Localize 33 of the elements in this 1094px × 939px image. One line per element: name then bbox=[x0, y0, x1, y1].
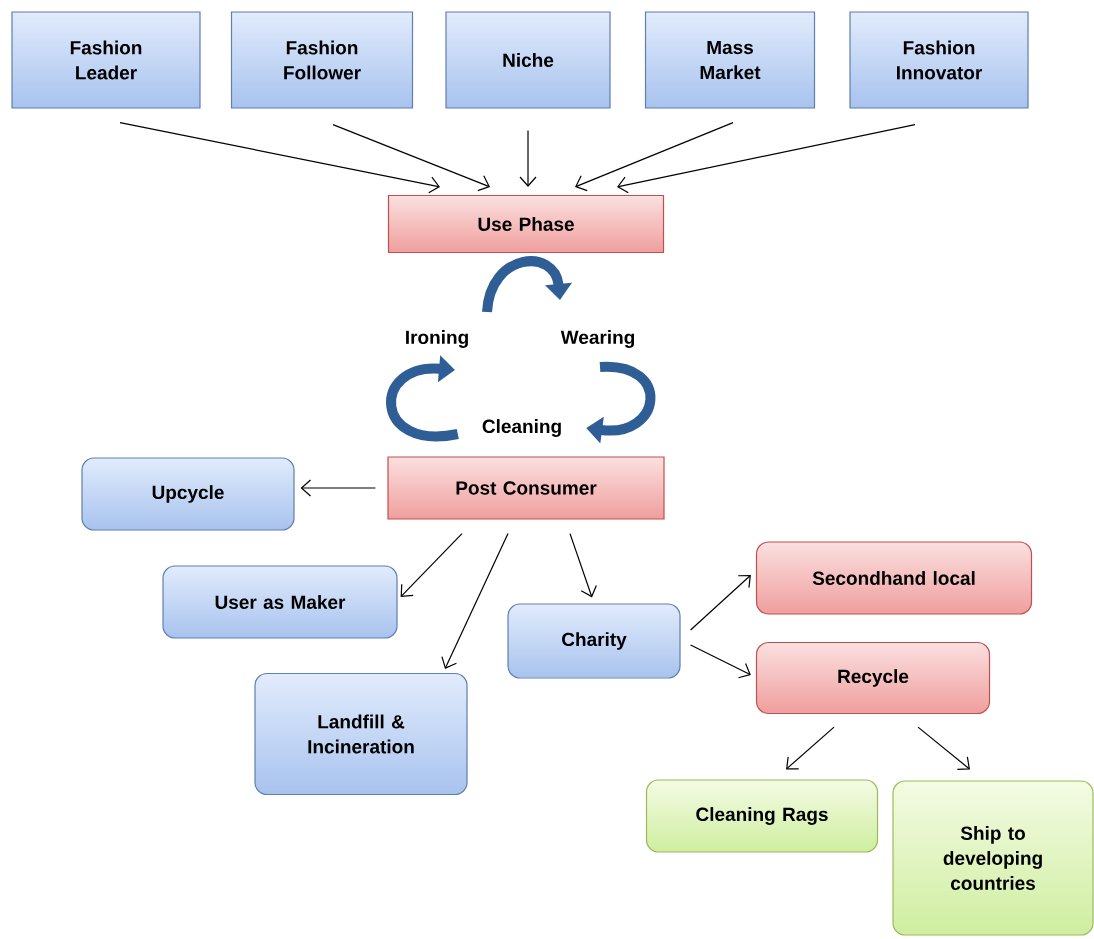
category-box: Niche bbox=[445, 11, 611, 109]
curved-arrow bbox=[482, 256, 572, 313]
curved-arrow bbox=[386, 355, 459, 442]
arrow bbox=[441, 533, 509, 669]
cycle-label: Wearing bbox=[560, 330, 635, 348]
arrow bbox=[575, 122, 734, 192]
arrow bbox=[332, 124, 490, 192]
outcome-box: Secondhand local bbox=[755, 541, 1033, 615]
arrow bbox=[519, 130, 537, 187]
arrow bbox=[690, 644, 751, 679]
stage-box: Use Phase bbox=[387, 194, 665, 254]
arrow bbox=[690, 575, 751, 631]
cycle-label: Ironing bbox=[406, 330, 468, 348]
outcome-box: Cleaning Rags bbox=[645, 779, 879, 853]
arrow bbox=[119, 122, 440, 194]
category-box: Fashion Follower bbox=[230, 11, 414, 109]
category-box: Fashion Innovator bbox=[849, 11, 1029, 109]
outcome-box: Recycle bbox=[755, 641, 991, 715]
cycle-label: Cleaning bbox=[482, 419, 561, 437]
outcome-box: Landfill & Incineration bbox=[254, 672, 468, 796]
arrow bbox=[400, 533, 463, 597]
arrow bbox=[917, 726, 971, 770]
category-box: Mass Market bbox=[644, 11, 816, 109]
outcome-box: User as Maker bbox=[162, 565, 398, 639]
arrow bbox=[617, 124, 916, 194]
arrow bbox=[786, 726, 835, 770]
stage-box: Post Consumer bbox=[387, 456, 665, 520]
outcome-box: Ship to developing countries bbox=[892, 780, 1094, 936]
arrow bbox=[300, 479, 376, 497]
outcome-box: Charity bbox=[507, 603, 681, 679]
arrow bbox=[569, 533, 597, 598]
category-box: Fashion Leader bbox=[11, 11, 201, 109]
outcome-box: Upcycle bbox=[81, 457, 295, 531]
